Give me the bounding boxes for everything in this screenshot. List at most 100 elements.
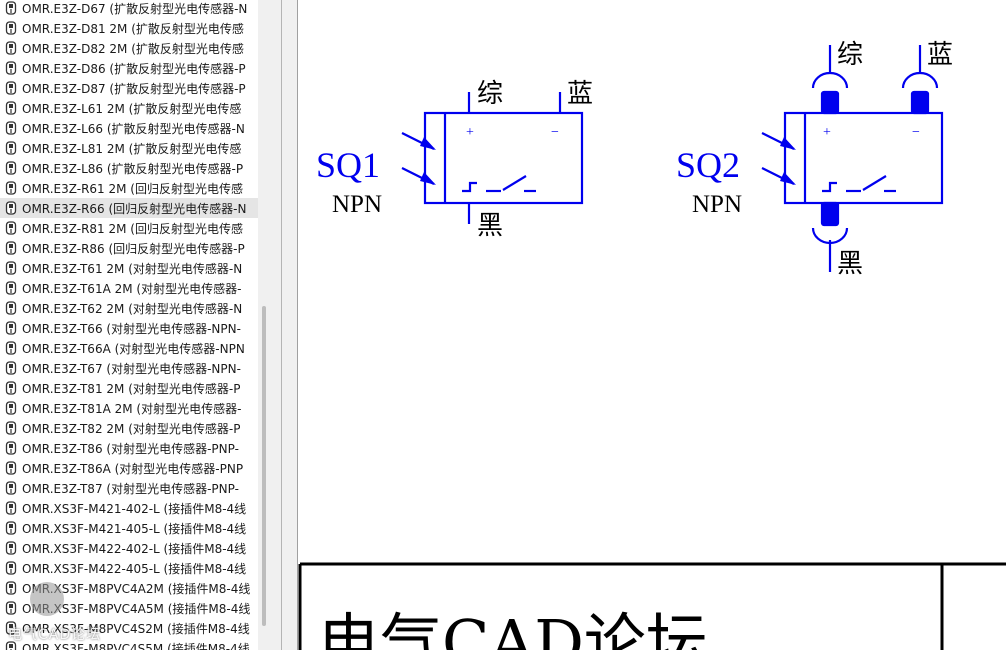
scrollbar-thumb[interactable] (262, 306, 266, 626)
symbol-list-item[interactable]: OMR.XS3F-M421-405-L (接插件M8-4线 (0, 518, 258, 538)
symbol-list-item-label: OMR.E3Z-D81 2M (扩散反射型光电传感 (22, 21, 244, 36)
symbol-list-item-label: OMR.E3Z-T82 2M (对射型光电传感器-P (22, 421, 241, 436)
schematic-drawing: + − SQ1 NPN 综 蓝 黑 (298, 40, 1006, 654)
symbol-list-item[interactable]: OMR.XS3F-M8PVC4A5M (接插件M8-4线 (0, 598, 258, 618)
symbol-list-item-label: OMR.E3Z-T86A (对射型光电传感器-PNP (22, 461, 244, 476)
symbol-list-item[interactable]: OMR.E3Z-D67 (扩散反射型光电传感器-N (0, 0, 258, 18)
sq2-black-pin (820, 201, 840, 227)
sensor-symbol-icon (0, 318, 22, 338)
sq2-switch-step (822, 181, 837, 193)
symbol-list-item-label: OMR.XS3F-M422-402-L (接插件M8-4线 (22, 541, 247, 556)
symbol-list-item-label: OMR.E3Z-L86 (扩散反射型光电传感器-P (22, 161, 244, 176)
symbol-list-item[interactable]: OMR.E3Z-T61 2M (对射型光电传感器-N (0, 258, 258, 278)
sq1-switch-step (462, 181, 477, 193)
sq2-arrowhead-lower (780, 172, 796, 185)
sensor-symbol-icon (0, 518, 22, 538)
symbol-list-item[interactable]: OMR.E3Z-T82 2M (对射型光电传感器-P (0, 418, 258, 438)
symbol-list-item-label: OMR.E3Z-R66 (回归反射型光电传感器-N (22, 201, 247, 216)
sq1-tag[interactable]: SQ1 (316, 145, 380, 185)
sensor-sq2[interactable] (761, 45, 944, 272)
panel-splitter[interactable] (272, 0, 298, 650)
symbol-list-item-label: OMR.XS3F-M421-405-L (接插件M8-4线 (22, 521, 247, 536)
symbol-list-item-label: OMR.XS3F-M8PVC4A2M (接插件M8-4线 (22, 581, 251, 596)
symbol-list-item[interactable]: OMR.E3Z-T66 (对射型光电传感器-NPN- (0, 318, 258, 338)
sq2-tag[interactable]: SQ2 (676, 145, 740, 185)
symbol-list-item-label: OMR.XS3F-M8PVC4S2M (接插件M8-4线 (22, 621, 250, 636)
symbol-list-item[interactable]: OMR.E3Z-L81 2M (扩散反射型光电传感 (0, 138, 258, 158)
sensor-symbol-icon (0, 538, 22, 558)
sq2-plus-label: + (823, 125, 831, 140)
symbol-list-item[interactable]: OMR.XS3F-M422-402-L (接插件M8-4线 (0, 538, 258, 558)
symbol-list-item[interactable]: OMR.XS3F-M422-405-L (接插件M8-4线 (0, 558, 258, 578)
symbol-list-item[interactable]: OMR.E3Z-D82 2M (扩散反射型光电传感 (0, 38, 258, 58)
symbol-list-item-label: OMR.E3Z-D86 (扩散反射型光电传感器-P (22, 61, 246, 76)
sensor-symbol-icon (0, 258, 22, 278)
sq2-brown-wire-label: 综 (837, 40, 863, 70)
symbol-list-item[interactable]: OMR.E3Z-D86 (扩散反射型光电传感器-P (0, 58, 258, 78)
symbol-list-item[interactable]: OMR.XS3F-M8PVC4A2M (接插件M8-4线 (0, 578, 258, 598)
symbol-list-item[interactable]: OMR.E3Z-R61 2M (回归反射型光电传感 (0, 178, 258, 198)
symbol-list-item-label: OMR.XS3F-M8PVC4A5M (接插件M8-4线 (22, 601, 251, 616)
symbol-list-item-label: OMR.E3Z-T62 2M (对射型光电传感器-N (22, 301, 243, 316)
symbol-list-item[interactable]: OMR.E3Z-T66A (对射型光电传感器-NPN (0, 338, 258, 358)
sq1-black-wire-label: 黑 (477, 211, 503, 241)
symbol-list-item[interactable]: OMR.E3Z-T61A 2M (对射型光电传感器- (0, 278, 258, 298)
symbol-list-item-label: OMR.E3Z-T66A (对射型光电传感器-NPN (22, 341, 245, 356)
symbol-list-item[interactable]: OMR.E3Z-L66 (扩散反射型光电传感器-N (0, 118, 258, 138)
sq2-body (783, 111, 944, 205)
symbol-list-item[interactable]: OMR.E3Z-L86 (扩散反射型光电传感器-P (0, 158, 258, 178)
sq1-arrowhead-upper (420, 137, 436, 150)
symbol-list-item-label: OMR.E3Z-T67 (对射型光电传感器-NPN- (22, 361, 241, 376)
symbol-list-item[interactable]: OMR.E3Z-T62 2M (对射型光电传感器-N (0, 298, 258, 318)
sensor-symbol-icon (0, 18, 22, 38)
symbol-list-item-label: OMR.E3Z-D82 2M (扩散反射型光电传感 (22, 41, 244, 56)
sq1-body (423, 111, 584, 205)
sq1-switch-blade (502, 175, 527, 191)
sq2-type: NPN (692, 191, 742, 218)
symbol-list-item-label: OMR.E3Z-T81A 2M (对射型光电传感器- (22, 401, 242, 416)
symbol-list: OMR.E3Z-D67 (扩散反射型光电传感器-N OMR.E3Z-D81 2M … (0, 0, 258, 650)
sensor-sq1[interactable] (401, 92, 584, 224)
sensor-symbol-icon (0, 618, 22, 638)
drawing-canvas[interactable]: + − SQ1 NPN 综 蓝 黑 (298, 0, 1006, 654)
sq2-minus-label: − (912, 125, 920, 140)
symbol-list-item[interactable]: OMR.E3Z-T86 (对射型光电传感器-PNP- (0, 438, 258, 458)
symbol-list-item[interactable]: OMR.XS3F-M421-402-L (接插件M8-4线 (0, 498, 258, 518)
symbol-list-item[interactable]: OMR.E3Z-T81A 2M (对射型光电传感器- (0, 398, 258, 418)
sensor-symbol-icon (0, 598, 22, 618)
sensor-symbol-icon (0, 418, 22, 438)
symbol-list-item[interactable]: OMR.XS3F-M8PVC4S2M (接插件M8-4线 (0, 618, 258, 638)
symbol-list-item-label: OMR.E3Z-D67 (扩散反射型光电传感器-N (22, 1, 248, 16)
symbol-list-item-label: OMR.E3Z-R81 2M (回归反射型光电传感 (22, 221, 243, 236)
symbol-list-item[interactable]: OMR.E3Z-D87 (扩散反射型光电传感器-P (0, 78, 258, 98)
symbol-list-item[interactable]: OMR.E3Z-T86A (对射型光电传感器-PNP (0, 458, 258, 478)
sensor-symbol-icon (0, 138, 22, 158)
symbol-list-item[interactable]: OMR.E3Z-T81 2M (对射型光电传感器-P (0, 378, 258, 398)
sensor-symbol-icon (0, 558, 22, 578)
sensor-symbol-icon (0, 498, 22, 518)
sq2-black-wire-label: 黑 (837, 249, 863, 279)
sensor-symbol-icon (0, 118, 22, 138)
symbol-list-item[interactable]: OMR.E3Z-T87 (对射型光电传感器-PNP- (0, 478, 258, 498)
symbol-list-item-label: OMR.E3Z-L66 (扩散反射型光电传感器-N (22, 121, 245, 136)
symbol-list-item-label: OMR.XS3F-M421-402-L (接插件M8-4线 (22, 501, 247, 516)
sensor-symbol-icon (0, 578, 22, 598)
sq2-blue-plug-arc (901, 71, 939, 89)
symbol-list-item[interactable]: OMR.E3Z-T67 (对射型光电传感器-NPN- (0, 358, 258, 378)
symbol-list-item[interactable]: OMR.E3Z-D81 2M (扩散反射型光电传感 (0, 18, 258, 38)
symbol-list-item[interactable]: OMR.E3Z-R81 2M (回归反射型光电传感 (0, 218, 258, 238)
library-scrollbar[interactable] (258, 0, 272, 650)
symbol-list-item-label: OMR.E3Z-T81 2M (对射型光电传感器-P (22, 381, 241, 396)
sensor-symbol-icon (0, 398, 22, 418)
sensor-symbol-icon (0, 278, 22, 298)
symbol-list-item[interactable]: OMR.E3Z-R86 (回归反射型光电传感器-P (0, 238, 258, 258)
splitter-divider (281, 0, 282, 650)
sensor-symbol-icon (0, 378, 22, 398)
sq2-arrowhead-upper (780, 137, 796, 150)
symbol-list-item-label: OMR.E3Z-T61A 2M (对射型光电传感器- (22, 281, 242, 296)
sensor-symbol-icon (0, 58, 22, 78)
sq1-brown-wire-label: 综 (477, 79, 503, 109)
symbol-list-item[interactable]: OMR.E3Z-R66 (回归反射型光电传感器-N (0, 198, 258, 218)
symbol-list-item[interactable]: OMR.XS3F-M8PVC4S5M (接插件M8-4线 (0, 638, 258, 650)
symbol-list-item[interactable]: OMR.E3Z-L61 2M (扩散反射型光电传感 (0, 98, 258, 118)
